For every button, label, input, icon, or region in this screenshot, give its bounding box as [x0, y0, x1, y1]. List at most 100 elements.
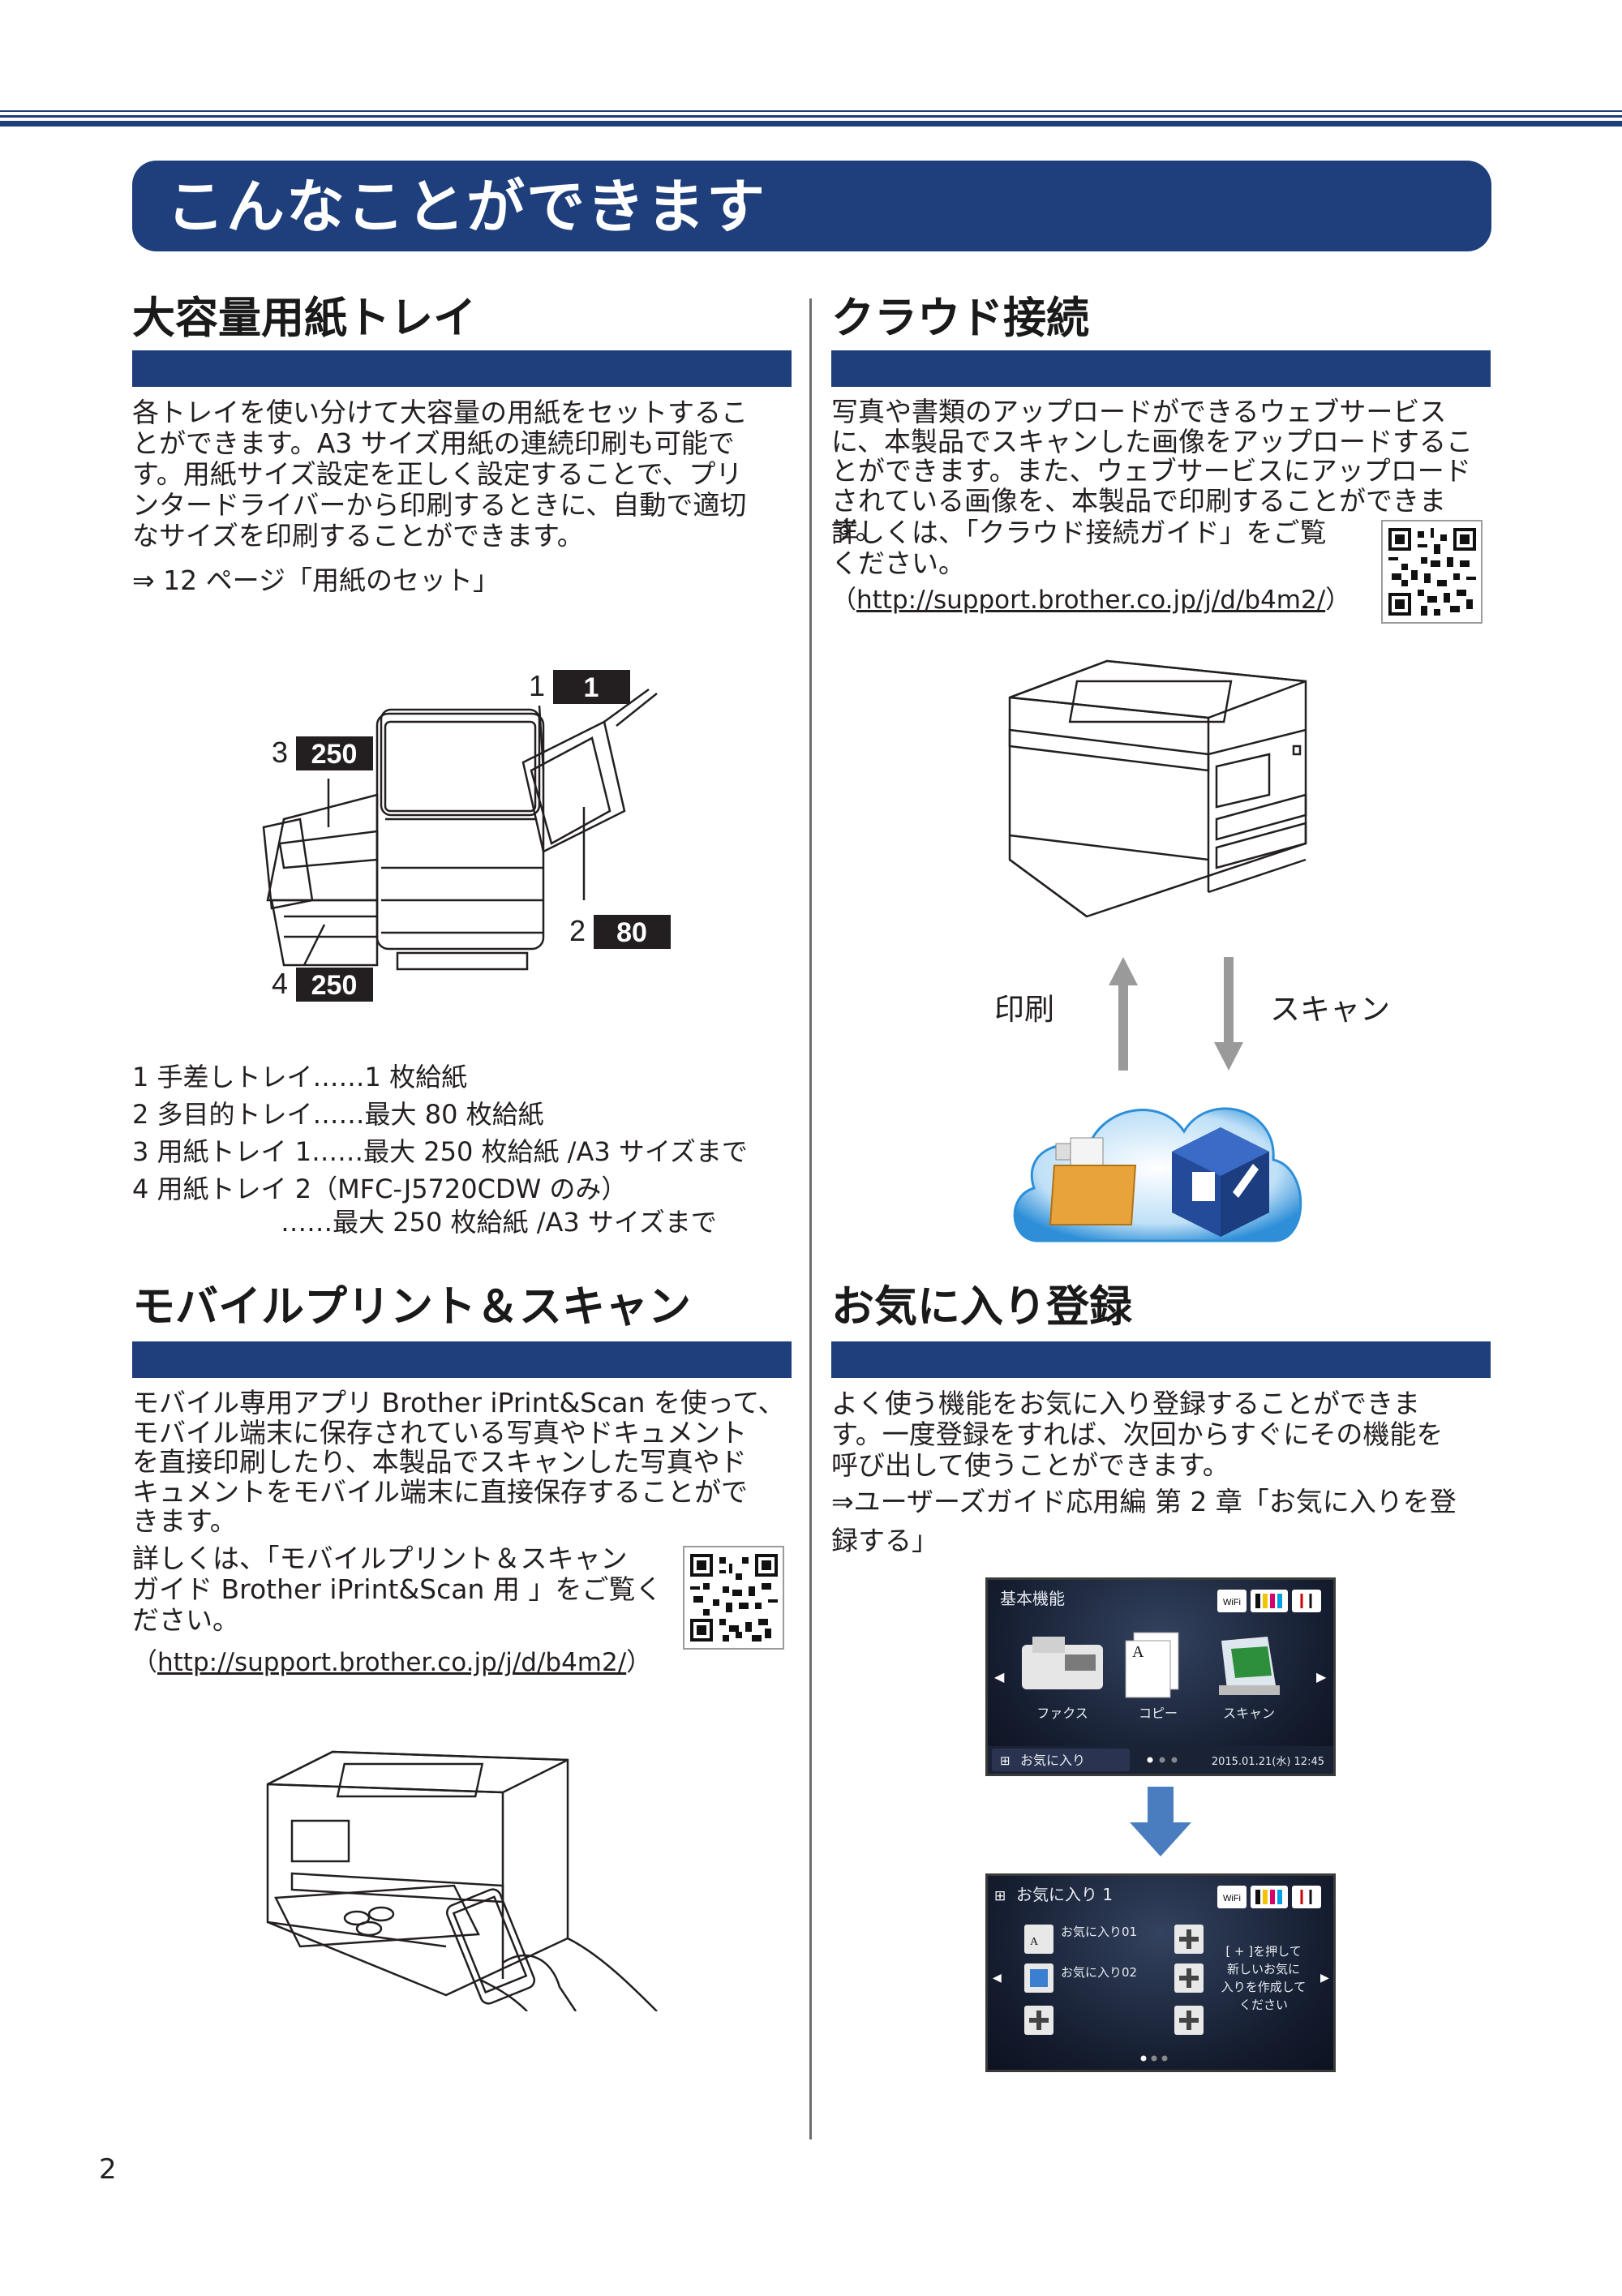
hint-line-4: ください [1239, 1998, 1288, 2012]
favorite-02-button[interactable]: お気に入り02 [1024, 1963, 1137, 1993]
lcd-home-screen: 基本機能 WiFi ◀ ▶ ファクス A コピー [985, 1577, 1336, 1776]
right-arrow-icon[interactable]: ▶ [1316, 1669, 1327, 1684]
cloud-link[interactable]: （http://support.brother.co.jp/j/d/b4m2/） [831, 584, 1350, 616]
svg-text:A: A [1132, 1643, 1144, 1661]
tray-list-item: ……最大 250 枚給紙 /A3 サイズまで [132, 1207, 717, 1238]
paper-tray-body: 各トレイを使い分けて大容量の用紙をセットするこ とができます。A3 サイズ用紙の… [132, 397, 748, 551]
cloud-link-prefix: （ [831, 586, 856, 615]
callout-4-box [296, 968, 373, 1002]
favorites-button[interactable] [992, 1749, 1130, 1771]
cloud-qr-code [1381, 520, 1483, 624]
qr-code-icon [1388, 528, 1476, 616]
cloud-link-url[interactable]: http://support.brother.co.jp/j/d/b4m2/ [856, 586, 1326, 615]
section-bar-favorites [831, 1341, 1491, 1378]
header-rule-mid [0, 115, 1622, 118]
hint-line-1: [ + ]を押して [1225, 1944, 1301, 1959]
cloud-detail: 詳しくは、「クラウド接続ガイド」をご覧 ください。 [831, 517, 1327, 579]
mobile-qr-code [683, 1546, 784, 1650]
tray-list-item: 1 手差しトレイ……1 枚給紙 [132, 1062, 468, 1092]
printer-tray-illustration: 3 250 1 1 2 80 4 250 [262, 669, 671, 1002]
section-bar-mobile [132, 1341, 792, 1378]
header-rule-thick [0, 121, 1622, 127]
callout-4-number: 4 [272, 967, 288, 1000]
favorites-button-label: お気に入り [1020, 1753, 1085, 1768]
mobile-link-url[interactable]: http://support.brother.co.jp/j/d/b4m2/ [157, 1648, 627, 1677]
paper-tray-reference: ⇒ 12 ページ「用紙のセット」 [132, 564, 500, 596]
callout-3-number: 3 [272, 736, 288, 769]
tray-list-item: 2 多目的トレイ……最大 80 枚給紙 [132, 1099, 544, 1130]
scan-down-arrow-icon [1214, 957, 1243, 1071]
add-favorite-button[interactable] [1174, 2006, 1204, 2035]
print-up-arrow-icon [1109, 957, 1138, 1071]
fax-button[interactable]: ファクス [1022, 1637, 1103, 1721]
favorite-01-button[interactable]: A お気に入り01 [1024, 1925, 1137, 1954]
fax-label: ファクス [1036, 1706, 1088, 1721]
tray-list-item: 4 用紙トレイ 2（MFC-J5720CDW のみ） [132, 1174, 628, 1204]
favorites-header-icon: ⊞ [994, 1888, 1006, 1904]
mobile-link[interactable]: （http://support.brother.co.jp/j/d/b4m2/） [132, 1646, 651, 1679]
printer-illustration-cloud [1008, 659, 1307, 918]
lcd-datetime: 2015.01.21(水) 12:45 [1212, 1756, 1324, 1768]
qr-code-icon [689, 1554, 778, 1642]
down-arrow-icon [1130, 1787, 1191, 1856]
favorites-body: よく使う機能をお気に入り登録することができま す。一度登録をすれば、次回からすぐ… [831, 1388, 1444, 1481]
scan-label-lcd: スキャン [1223, 1706, 1275, 1721]
callout-2-box [594, 915, 671, 949]
add-favorite-button[interactable] [1174, 1925, 1204, 1954]
scan-label: スキャン [1270, 992, 1390, 1027]
fav1-label: お気に入り01 [1061, 1925, 1137, 1939]
settings-icon[interactable] [1292, 1886, 1321, 1908]
section-title-mobile: モバイルプリント＆スキャン [132, 1282, 691, 1332]
header-rule-thin [0, 110, 1622, 112]
ink-icon[interactable] [1251, 1590, 1288, 1612]
left-arrow-icon[interactable]: ◀ [994, 1669, 1005, 1684]
lcd2-title: お気に入り 1 [1016, 1885, 1113, 1904]
callout-2-capacity: 80 [616, 917, 647, 948]
callout-1-number: 1 [529, 669, 545, 702]
callout-1-box [553, 670, 630, 704]
callout-4-capacity: 250 [311, 970, 358, 1001]
callout-3-capacity: 250 [311, 739, 358, 770]
mobile-detail: 詳しくは、「モバイルプリント＆スキャン ガイド Brother iPrint&S… [132, 1543, 663, 1636]
page-title: こんなことができます [166, 173, 767, 241]
copy-button[interactable]: A コピー [1125, 1632, 1179, 1721]
left-arrow-icon[interactable]: ◀ [993, 1972, 1002, 1985]
section-title-favorites: お気に入り登録 [831, 1282, 1132, 1332]
mobile-body: モバイル専用アプリ Brother iPrint&Scan を使って、 モバイル… [132, 1387, 785, 1537]
favorites-reference: ⇒ユーザーズガイド応用編 第 2 章「お気に入りを登 録する」 [831, 1486, 1457, 1556]
favorites-plus-icon: ⊞ [1000, 1753, 1011, 1768]
wifi-label: WiFi [1223, 1598, 1241, 1607]
svg-text:A: A [1030, 1936, 1039, 1948]
section-title-paper-tray: 大容量用紙トレイ [132, 294, 476, 343]
column-divider [809, 298, 812, 2139]
wifi-icon[interactable] [1217, 1886, 1247, 1908]
wifi-label: WiFi [1223, 1894, 1241, 1903]
cloud-body: 写真や書類のアップロードができるウェブサービス に、本製品でスキャンした画像をア… [831, 396, 1474, 546]
scan-button[interactable]: スキャン [1219, 1637, 1280, 1721]
callout-3-box [296, 736, 373, 770]
tray-list-item: 3 用紙トレイ 1……最大 250 枚給紙 /A3 サイズまで [132, 1136, 748, 1167]
hint-line-2: 新しいお気に [1227, 1962, 1300, 1976]
hint-line-3: 入りを作成して [1221, 1980, 1307, 1994]
lcd1-title: 基本機能 [1000, 1589, 1065, 1608]
mobile-link-suffix: ） [626, 1648, 652, 1677]
ink-icon[interactable] [1251, 1886, 1288, 1908]
section-title-cloud: クラウド接続 [831, 294, 1089, 343]
add-favorite-button[interactable] [1024, 2006, 1053, 2035]
title-banner [132, 161, 1491, 251]
callout-1-capacity: 1 [584, 672, 599, 703]
add-favorite-button[interactable] [1174, 1963, 1204, 1993]
section-bar-cloud [831, 350, 1491, 387]
page-number: 2 [99, 2153, 117, 2186]
right-arrow-icon[interactable]: ▶ [1320, 1972, 1329, 1985]
callout-2-number: 2 [569, 914, 586, 947]
mobile-link-prefix: （ [132, 1648, 157, 1677]
cloud-service-icon [1013, 1107, 1302, 1242]
lcd-favorites-screen: ⊞ お気に入り 1 WiFi ◀ ▶ A お気に入り01 お気に入り02 [985, 1873, 1336, 2072]
print-label: 印刷 [994, 992, 1054, 1027]
wifi-icon[interactable] [1217, 1590, 1247, 1612]
mobile-print-illustration [266, 1750, 658, 2011]
copy-label: コピー [1139, 1706, 1178, 1721]
settings-icon[interactable] [1292, 1590, 1321, 1612]
fav2-label: お気に入り02 [1061, 1965, 1137, 1980]
